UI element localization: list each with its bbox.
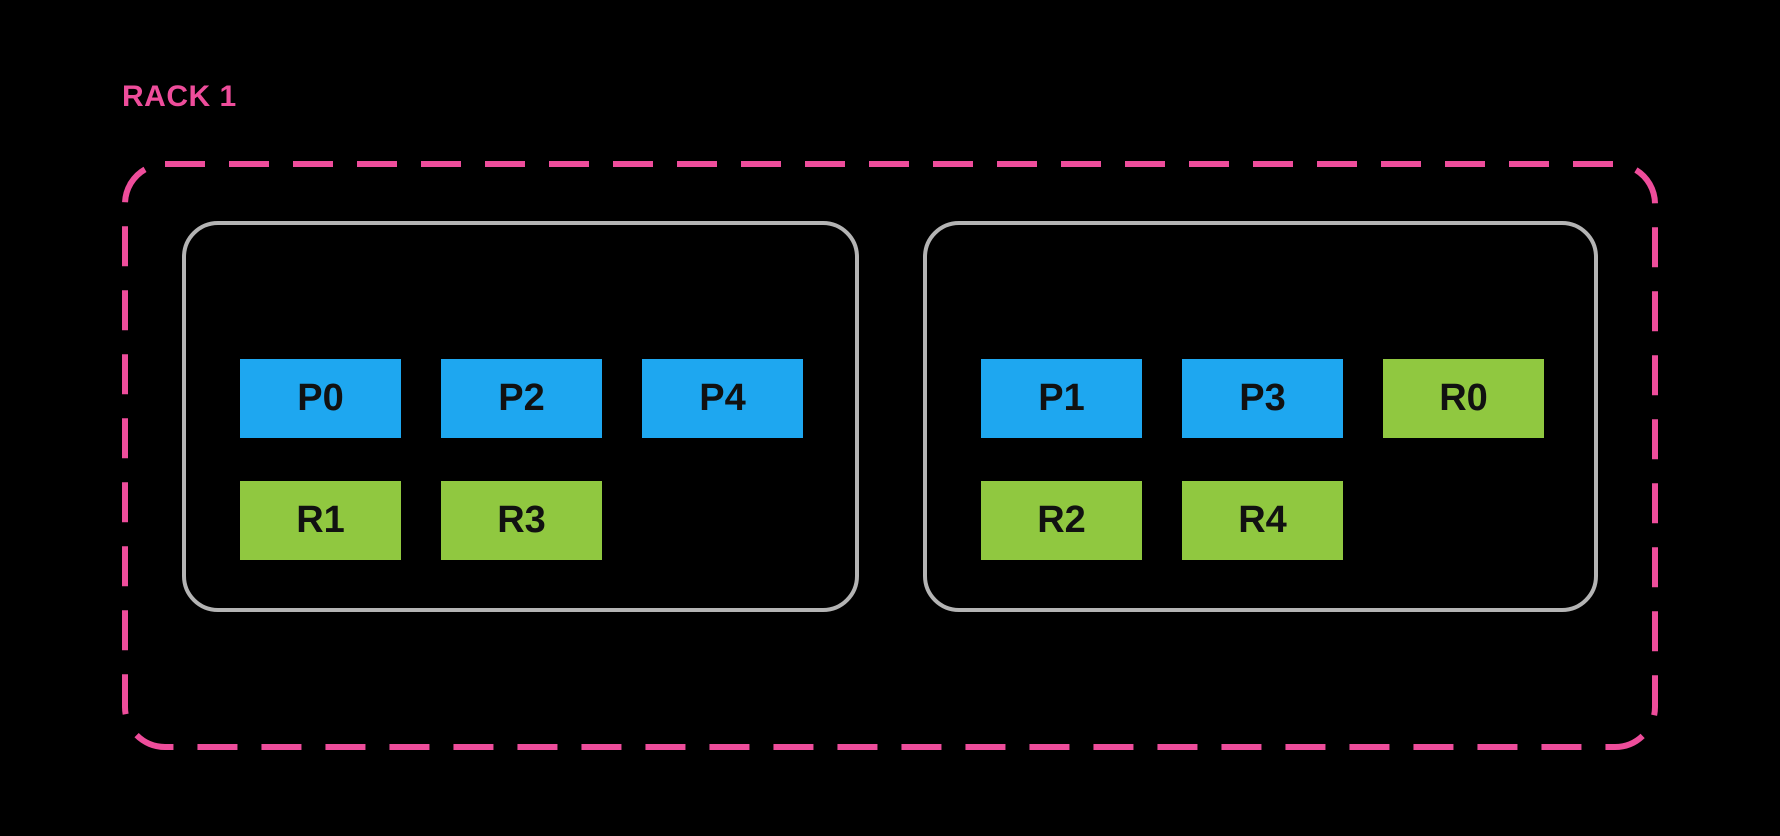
shard-box-P0: P0 <box>240 359 401 438</box>
shard-box-R4: R4 <box>1182 481 1343 560</box>
shard-row: P0 P2 P4 <box>240 359 855 438</box>
shard-box-R0: R0 <box>1383 359 1544 438</box>
shard-box-R1: R1 <box>240 481 401 560</box>
shard-row: P1 P3 R0 <box>981 359 1594 438</box>
rack-dashed-border <box>122 161 1658 750</box>
shard-box-R3: R3 <box>441 481 602 560</box>
shard-box-P3: P3 <box>1182 359 1343 438</box>
shard-box-P4: P4 <box>642 359 803 438</box>
shard-row: R1 R3 <box>240 481 855 560</box>
shard-box-P2: P2 <box>441 359 602 438</box>
shard-box-P1: P1 <box>981 359 1142 438</box>
shard-box-R2: R2 <box>981 481 1142 560</box>
rack-title: RACK 1 <box>122 80 237 113</box>
shard-row: R2 R4 <box>981 481 1594 560</box>
